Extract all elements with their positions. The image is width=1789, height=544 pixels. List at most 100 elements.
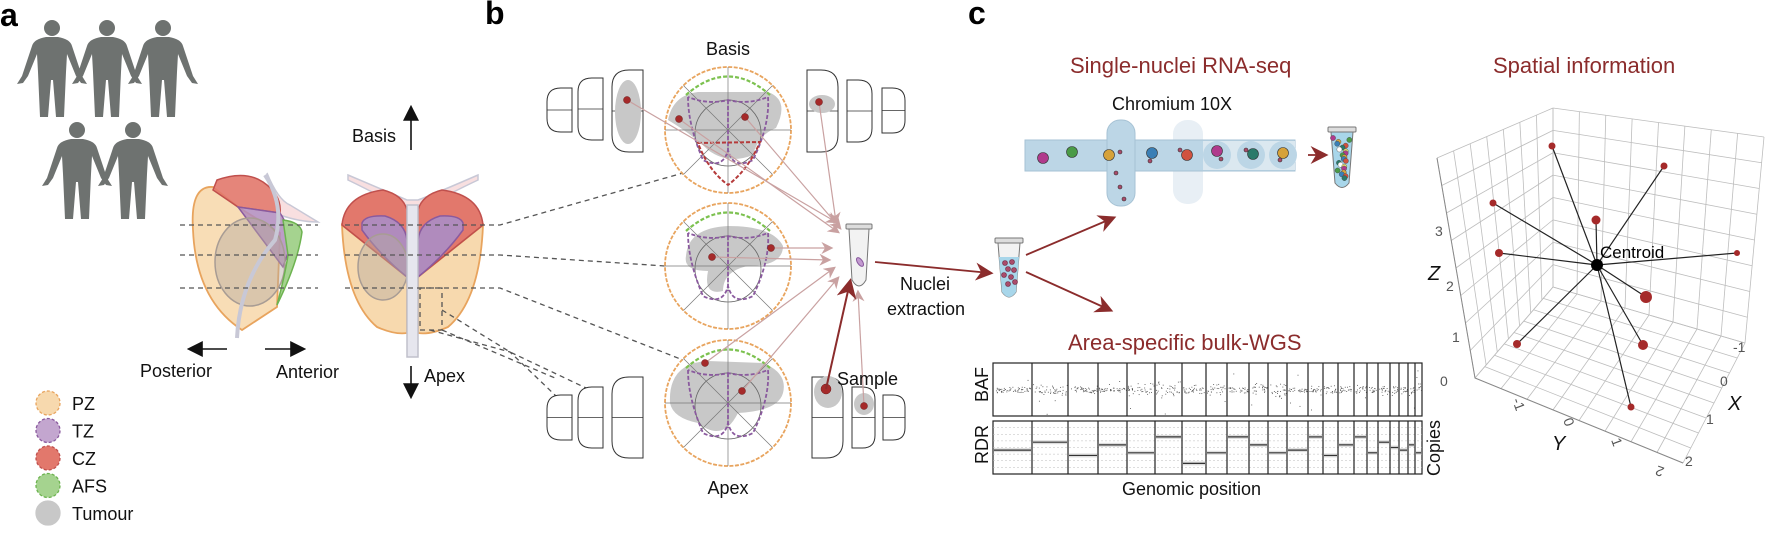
baf-point: [1129, 389, 1130, 390]
baf-point: [1144, 384, 1146, 385]
baf-point: [1106, 389, 1108, 391]
y-tick: -1: [1509, 396, 1528, 413]
baf-point: [1094, 393, 1096, 395]
baf-point: [1169, 388, 1171, 390]
small-tube-icon: [994, 237, 1024, 298]
baf-point: [1262, 389, 1264, 391]
baf-point: [1311, 385, 1313, 387]
baf-point: [1130, 385, 1132, 387]
nucleus-dot: [1346, 137, 1353, 143]
spatial-title: Spatial information: [1493, 53, 1675, 78]
baf-point: [1382, 389, 1383, 391]
baf-point: [1300, 389, 1302, 391]
section-slice: [664, 66, 792, 194]
baf-point: [1233, 388, 1235, 390]
baf-point: [1172, 392, 1174, 394]
baf-point: [1326, 391, 1328, 393]
baf-point: [1260, 384, 1262, 386]
baf-point: [1046, 389, 1048, 391]
baf-point: [1191, 391, 1193, 393]
baf-point: [1333, 385, 1335, 387]
baf-point: [1161, 388, 1163, 389]
baf-point: [1076, 391, 1077, 393]
baf-point: [1359, 390, 1361, 392]
baf-point: [1035, 387, 1037, 389]
prostate-front-view: [341, 173, 484, 358]
baf-point: [1233, 373, 1235, 375]
to-wgs-arrow-icon: [1025, 271, 1114, 313]
baf-point: [1255, 390, 1257, 392]
baf-point: [1137, 383, 1139, 385]
baf-point: [1065, 392, 1067, 394]
baf-point: [1161, 397, 1163, 399]
baf-point: [1340, 386, 1342, 388]
baf-point: [1188, 391, 1190, 393]
nucleus-dot: [1334, 140, 1341, 147]
baf-point: [1017, 391, 1019, 393]
baf-point: [1029, 387, 1031, 389]
baf-point: [1033, 384, 1035, 386]
baf-point: [1184, 390, 1186, 392]
baf-point: [1028, 387, 1030, 389]
baf-point: [1046, 386, 1048, 388]
legend-swatch: [35, 445, 61, 471]
baf-point: [1392, 391, 1394, 393]
z-tick: 3: [1435, 223, 1443, 239]
baf-point: [1216, 384, 1218, 386]
baf-point: [1396, 390, 1398, 392]
baf-point: [1173, 395, 1175, 397]
baf-point: [1356, 391, 1358, 393]
baf-point: [1173, 394, 1174, 396]
sample-point: [1591, 215, 1601, 225]
baf-point: [1112, 387, 1114, 389]
baf-point: [1346, 391, 1348, 392]
spoke-line: [1596, 264, 1647, 298]
baf-point: [1065, 391, 1067, 393]
baf-point: [1009, 390, 1011, 391]
sample-block: [546, 394, 573, 441]
baf-point: [1105, 390, 1107, 392]
grid-line: [1552, 286, 1746, 344]
baf-point: [1359, 387, 1360, 389]
baf-point: [1221, 389, 1223, 391]
grid-line: [1552, 152, 1760, 189]
baf-point: [1195, 388, 1197, 390]
baf-point: [1191, 386, 1193, 388]
baf-point: [1192, 390, 1194, 392]
baf-point: [1262, 387, 1263, 389]
baf-point: [1113, 390, 1115, 392]
baf-point: [1086, 391, 1088, 393]
baf-point: [1117, 390, 1119, 392]
baf-point: [1314, 388, 1316, 390]
baf-point: [1139, 386, 1141, 388]
baf-point: [1049, 389, 1051, 391]
baf-point: [1283, 384, 1285, 386]
x-tick: 0: [1720, 373, 1728, 389]
wgs-title: Area-specific bulk-WGS: [1068, 330, 1302, 355]
baf-point: [1195, 384, 1197, 386]
baf-point: [1341, 387, 1343, 389]
baf-point: [1108, 384, 1110, 385]
baf-point: [1220, 387, 1222, 388]
baf-point: [1199, 392, 1201, 394]
baf-point: [1210, 391, 1212, 393]
baf-point: [1400, 387, 1402, 389]
baf-point: [1301, 388, 1303, 390]
baf-point: [1054, 400, 1056, 402]
sample-point: [623, 96, 631, 104]
extraction-arrow-icon: [874, 261, 994, 281]
grid-line: [1543, 297, 1738, 359]
baf-point: [1082, 391, 1084, 393]
baf-point: [1255, 386, 1256, 388]
baf-point: [1311, 391, 1313, 392]
sample-point: [767, 244, 775, 252]
baf-point: [1147, 393, 1149, 395]
baf-point: [1404, 387, 1406, 389]
baf-point: [1330, 385, 1332, 387]
baf-point: [1406, 390, 1408, 392]
baf-point: [1118, 389, 1120, 391]
baf-point: [1275, 385, 1277, 387]
legend-label: CZ: [72, 449, 96, 469]
anterior-label: Anterior: [276, 362, 339, 382]
